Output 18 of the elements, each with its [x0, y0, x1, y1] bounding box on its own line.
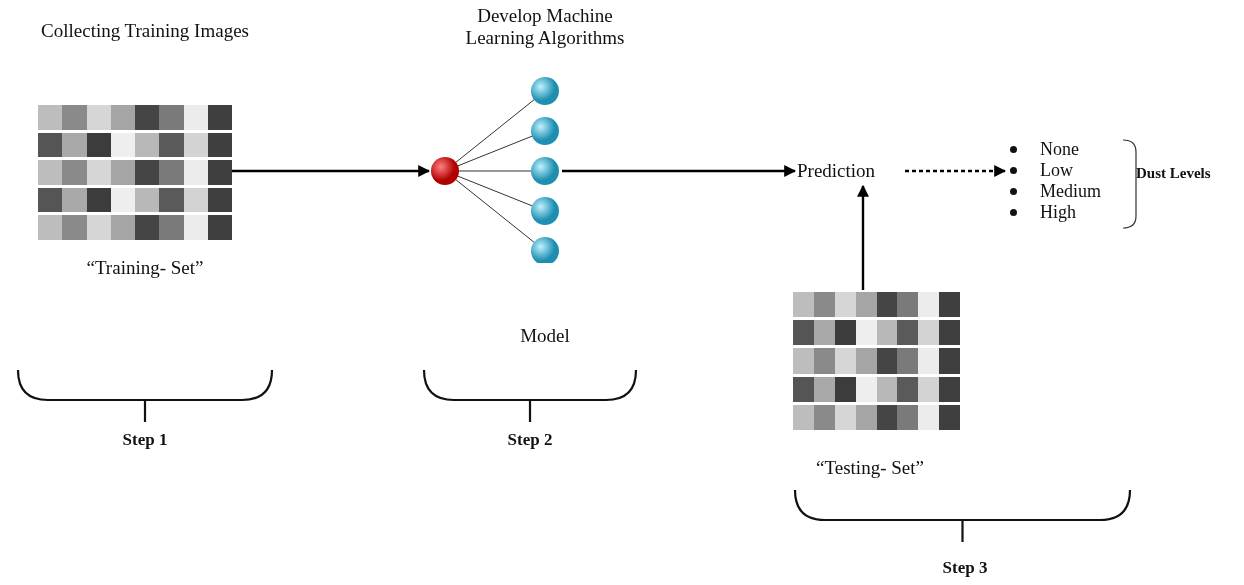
- heading-text: Collecting Training Images: [40, 20, 250, 42]
- list-item: High: [1010, 201, 1076, 223]
- step-label: Step 3: [941, 557, 989, 579]
- step-label: Step 2: [506, 429, 554, 451]
- list-item: Low: [1010, 159, 1073, 181]
- arrow: [905, 165, 1007, 177]
- list-item: None: [1010, 138, 1079, 160]
- arrow: [232, 165, 431, 177]
- caption-text: Model: [519, 325, 571, 347]
- group-label: Dust Levels: [1136, 164, 1211, 183]
- list-item: Medium: [1010, 180, 1101, 202]
- arrow: [857, 184, 869, 290]
- step-label: Step 1: [121, 429, 169, 451]
- prediction-text: Prediction: [797, 160, 876, 182]
- arrow: [562, 165, 797, 177]
- caption-text: “Training- Set”: [85, 257, 205, 279]
- heading-text: Develop Machine Learning Algorithms: [464, 5, 626, 49]
- caption-text: “Testing- Set”: [815, 457, 925, 479]
